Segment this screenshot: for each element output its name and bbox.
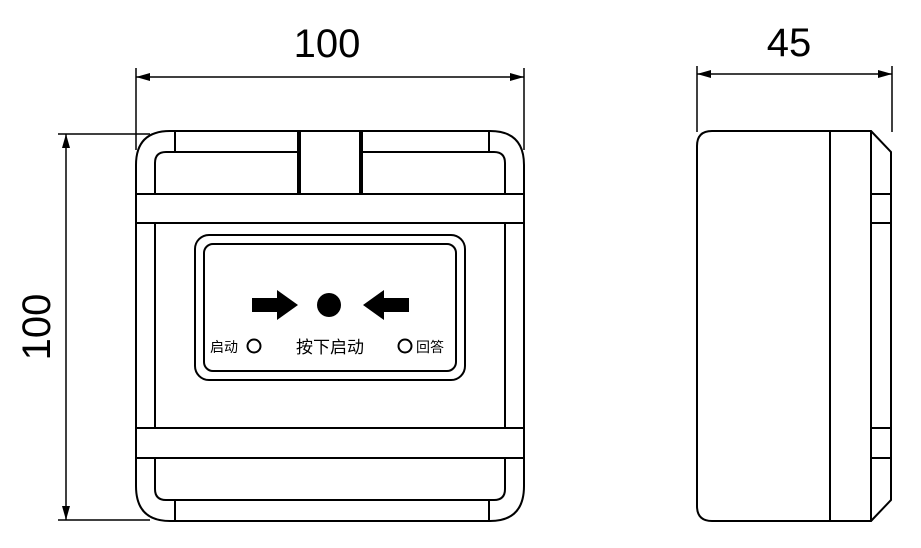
answer-indicator-label: 回答	[416, 339, 444, 356]
side-depth-label: 45	[767, 21, 812, 65]
start-indicator-led-icon	[246, 338, 262, 354]
arrow-right-icon	[252, 290, 298, 320]
front-height-label: 100	[15, 294, 59, 361]
start-indicator-label: 启动	[210, 340, 238, 356]
arrow-left-icon	[363, 290, 409, 320]
front-width-label: 100	[294, 22, 361, 66]
window-frame-outer	[194, 234, 466, 381]
front-view: 100 100	[15, 22, 525, 522]
side-depth-dimension: 45	[696, 21, 893, 132]
top-right-bracket	[488, 130, 506, 195]
side-view: 45	[696, 21, 893, 522]
bottom-right-bracket	[488, 457, 506, 522]
answer-indicator-led-icon	[397, 338, 413, 354]
bottom-left-bracket	[154, 457, 176, 522]
side-outer-body	[696, 130, 892, 522]
filled-circle-icon	[317, 293, 341, 317]
front-width-dimension: 100	[135, 22, 525, 150]
window-frame-inner	[203, 243, 457, 372]
press-to-start-label: 按下启动	[296, 338, 364, 358]
top-notch	[297, 130, 363, 195]
front-height-dimension: 100	[15, 133, 150, 521]
top-left-bracket	[154, 130, 176, 195]
front-outer-body	[135, 130, 525, 522]
